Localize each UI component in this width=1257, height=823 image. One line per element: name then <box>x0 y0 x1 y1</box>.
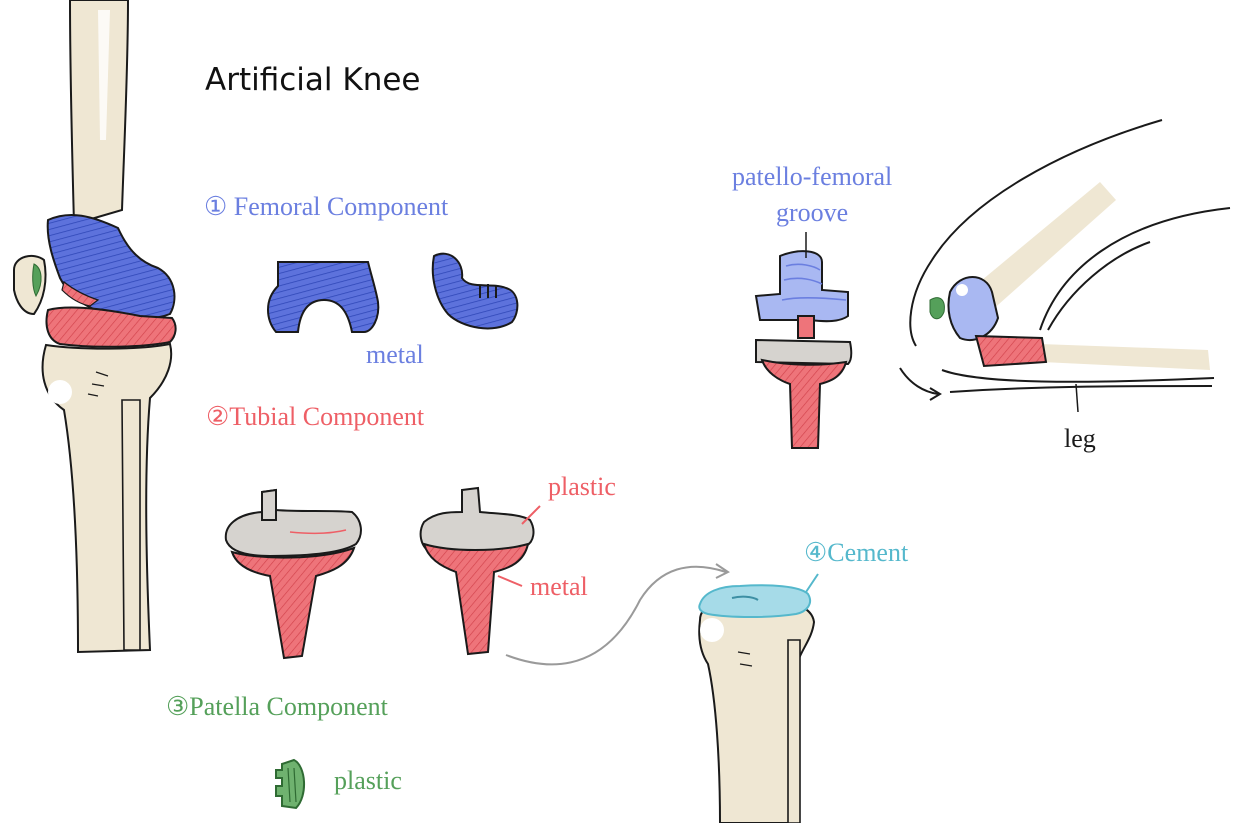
cement-label: ④Cement <box>804 540 908 566</box>
tibial-component-1 <box>226 490 361 658</box>
bent-leg-illustration <box>900 120 1230 412</box>
left-femoral-component <box>48 215 175 318</box>
femoral-front-view <box>268 262 378 332</box>
groove-label-line2: groove <box>776 200 848 226</box>
patella-component <box>276 760 304 808</box>
femoral-component-label: ① Femoral Component <box>204 194 448 220</box>
groove-label-line1: patello-femoral <box>732 164 892 190</box>
groove-component-illustration <box>756 232 851 448</box>
tibial-metal-label: metal <box>530 574 588 600</box>
left-knee-illustration <box>14 0 176 652</box>
femoral-side-view <box>433 254 518 329</box>
leg-outline-lower <box>942 370 1214 392</box>
tibial-component-label: ②Tubial Component <box>206 404 424 430</box>
patella-component-label: ③Patella Component <box>166 694 388 720</box>
diagram-title: Artificial Knee <box>205 62 421 98</box>
femoral-material-label: metal <box>366 342 424 368</box>
tibial-component-2 <box>421 488 540 654</box>
patella-material-label: plastic <box>334 768 402 794</box>
cement-layer <box>699 585 810 617</box>
tibial-plastic-label: plastic <box>548 474 616 500</box>
cement-tibia-illustration <box>699 574 818 823</box>
leg-label: leg <box>1064 426 1096 452</box>
fibula-bone <box>122 400 140 650</box>
